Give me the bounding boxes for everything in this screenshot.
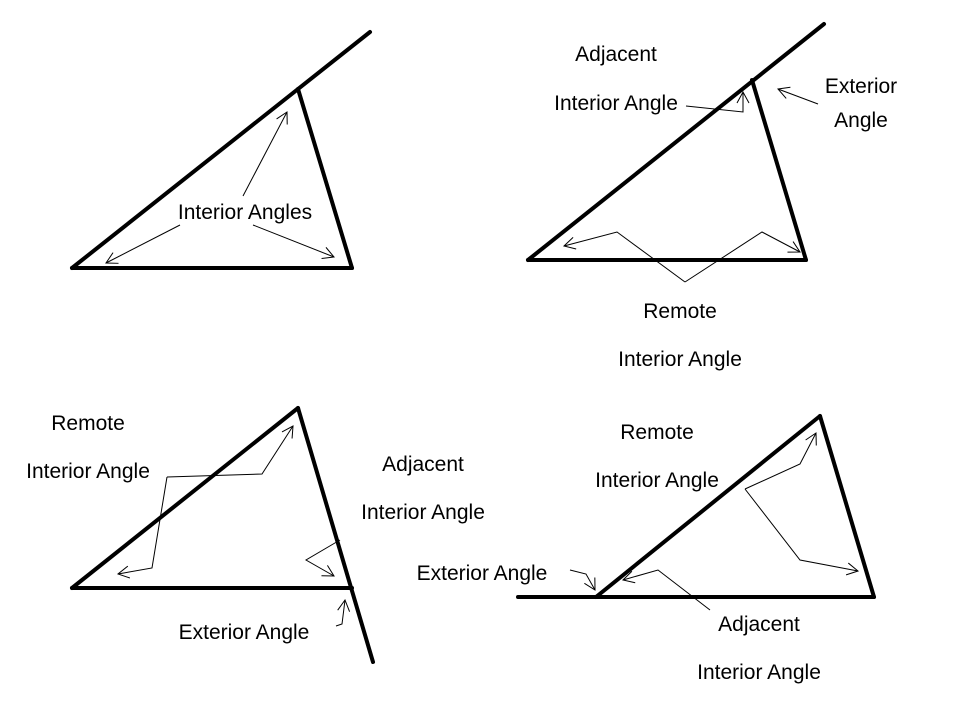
label-adjacent-line1: Adjacent — [382, 453, 464, 476]
arrow-adjacent — [621, 569, 711, 611]
arrow-top-angle — [242, 111, 288, 197]
triangle-top-right — [526, 22, 826, 283]
label-remote-line2: Interior Angle — [26, 460, 150, 483]
triangle-bottom-right — [516, 414, 876, 611]
label-adjacent-line2: Interior Angle — [361, 501, 485, 524]
label-adjacent-line1: Adjacent — [575, 43, 657, 66]
extended-side — [296, 406, 375, 664]
arrow-remote-top — [166, 425, 294, 478]
label-remote-line2: Interior Angle — [595, 469, 719, 492]
arrow-remote-left — [562, 231, 686, 283]
arrow-adjacent — [305, 539, 341, 577]
right-side — [296, 87, 354, 270]
extended-side — [526, 22, 826, 262]
label-exterior-angle: Exterior Angle — [416, 562, 548, 585]
arrow-exterior — [335, 598, 351, 627]
arrow-right-angle — [252, 224, 335, 260]
arrow-remote-top — [744, 432, 817, 490]
right-side — [750, 78, 808, 262]
arrow-exterior — [777, 86, 819, 105]
triangle-bottom-left — [70, 406, 375, 664]
extended-side — [70, 30, 372, 270]
label-exterior-line2: Angle — [834, 109, 888, 132]
arrow-left-angle — [105, 224, 181, 264]
label-remote-line2: Interior Angle — [618, 348, 742, 371]
label-adjacent-line2: Interior Angle — [697, 661, 821, 684]
triangle-top-left — [70, 30, 372, 270]
label-adjacent-line1: Adjacent — [718, 613, 800, 636]
arrow-remote-left — [116, 476, 168, 579]
left-side — [594, 414, 822, 599]
arrow-remote-right — [744, 488, 860, 576]
arrow-exterior — [569, 569, 596, 591]
label-exterior-angle: Exterior Angle — [178, 621, 310, 644]
label-remote-line1: Remote — [620, 421, 694, 444]
right-side — [818, 414, 876, 599]
arrow-remote-right — [684, 231, 801, 283]
left-side — [70, 406, 300, 590]
label-interior-angles: Interior Angles — [177, 201, 313, 224]
arrow-adjacent — [685, 90, 750, 113]
label-exterior-line1: Exterior — [824, 75, 898, 98]
label-adjacent-line2: Interior Angle — [554, 92, 678, 115]
label-remote-line1: Remote — [643, 300, 717, 323]
label-remote-line1: Remote — [51, 412, 125, 435]
